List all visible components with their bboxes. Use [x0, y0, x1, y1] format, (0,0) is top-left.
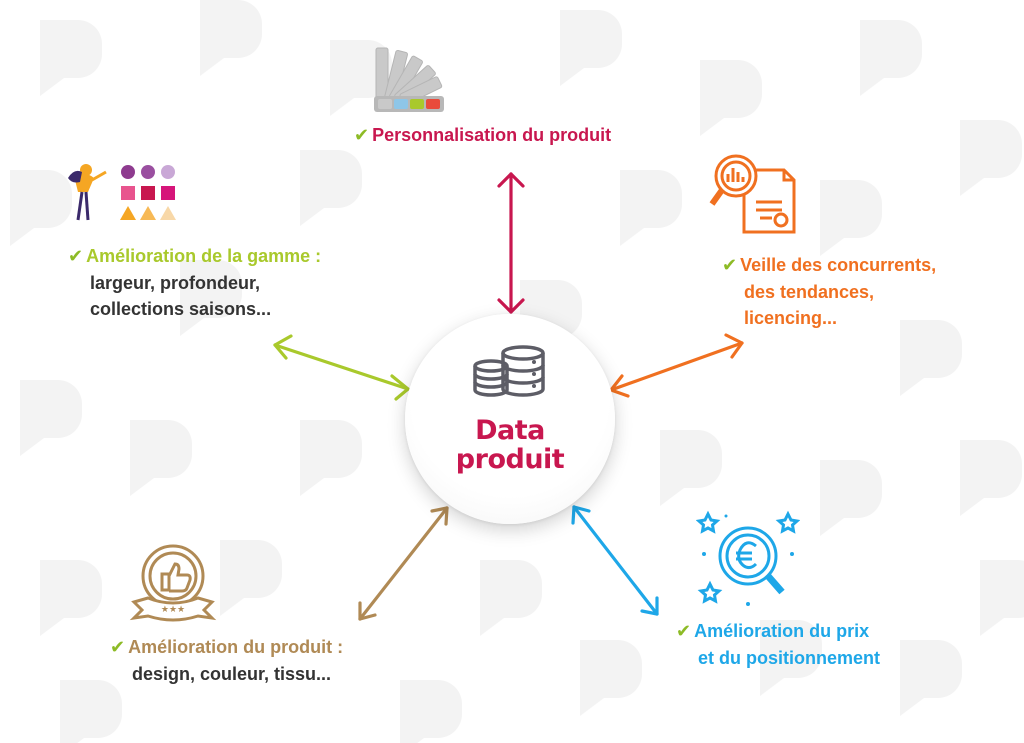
arrow-prix: [571, 505, 659, 616]
label-prix: ✔Amélioration du prix et du positionneme…: [676, 618, 880, 671]
label-veille: ✔Veille des concurrents, des tendances, …: [722, 252, 936, 331]
check-icon: ✔: [676, 621, 692, 642]
produit-title: Amélioration du produit :: [128, 637, 344, 657]
check-icon: ✔: [68, 246, 84, 267]
label-produit: ✔Amélioration du produit : design, coule…: [110, 634, 343, 687]
arrow-personnalisation: [497, 172, 525, 314]
veille-line3: licencing...: [744, 308, 838, 328]
center-title-line2: produit: [455, 444, 565, 475]
prix-line1: Amélioration du prix: [694, 621, 870, 641]
check-icon: ✔: [722, 255, 738, 276]
arrow-gamme: [273, 334, 410, 401]
prix-line2: et du positionnement: [698, 648, 880, 668]
database-icon: [473, 345, 545, 397]
gamme-detail1: largeur, profondeur,: [90, 273, 261, 293]
label-personnalisation: ✔Personnalisation du produit: [354, 122, 611, 149]
arrow-produit: [358, 506, 449, 621]
magnifier-report-icon: [709, 154, 796, 234]
assortment-shapes-icon: [68, 164, 176, 221]
check-icon: ✔: [110, 637, 126, 658]
color-swatch-icon: [374, 47, 444, 112]
euro-magnifier-icon: [696, 510, 800, 606]
gamme-title: Amélioration de la gamme :: [86, 246, 322, 266]
center-title-line1: Data: [475, 415, 545, 446]
veille-line2: des tendances,: [744, 282, 875, 302]
personnalisation-title: Personnalisation du produit: [372, 125, 612, 145]
center-hub: Data produit: [405, 314, 615, 524]
thumbs-up-badge-icon: ★★★: [129, 544, 217, 622]
center-title: Data produit: [405, 416, 615, 474]
arrow-veille: [609, 333, 744, 398]
label-gamme: ✔Amélioration de la gamme : largeur, pro…: [68, 243, 321, 322]
veille-line1: Veille des concurrents,: [740, 255, 937, 275]
check-icon: ✔: [354, 125, 370, 146]
produit-detail: design, couleur, tissu...: [132, 664, 332, 684]
gamme-detail2: collections saisons...: [90, 299, 272, 319]
svg-text:★★★: ★★★: [161, 605, 185, 615]
